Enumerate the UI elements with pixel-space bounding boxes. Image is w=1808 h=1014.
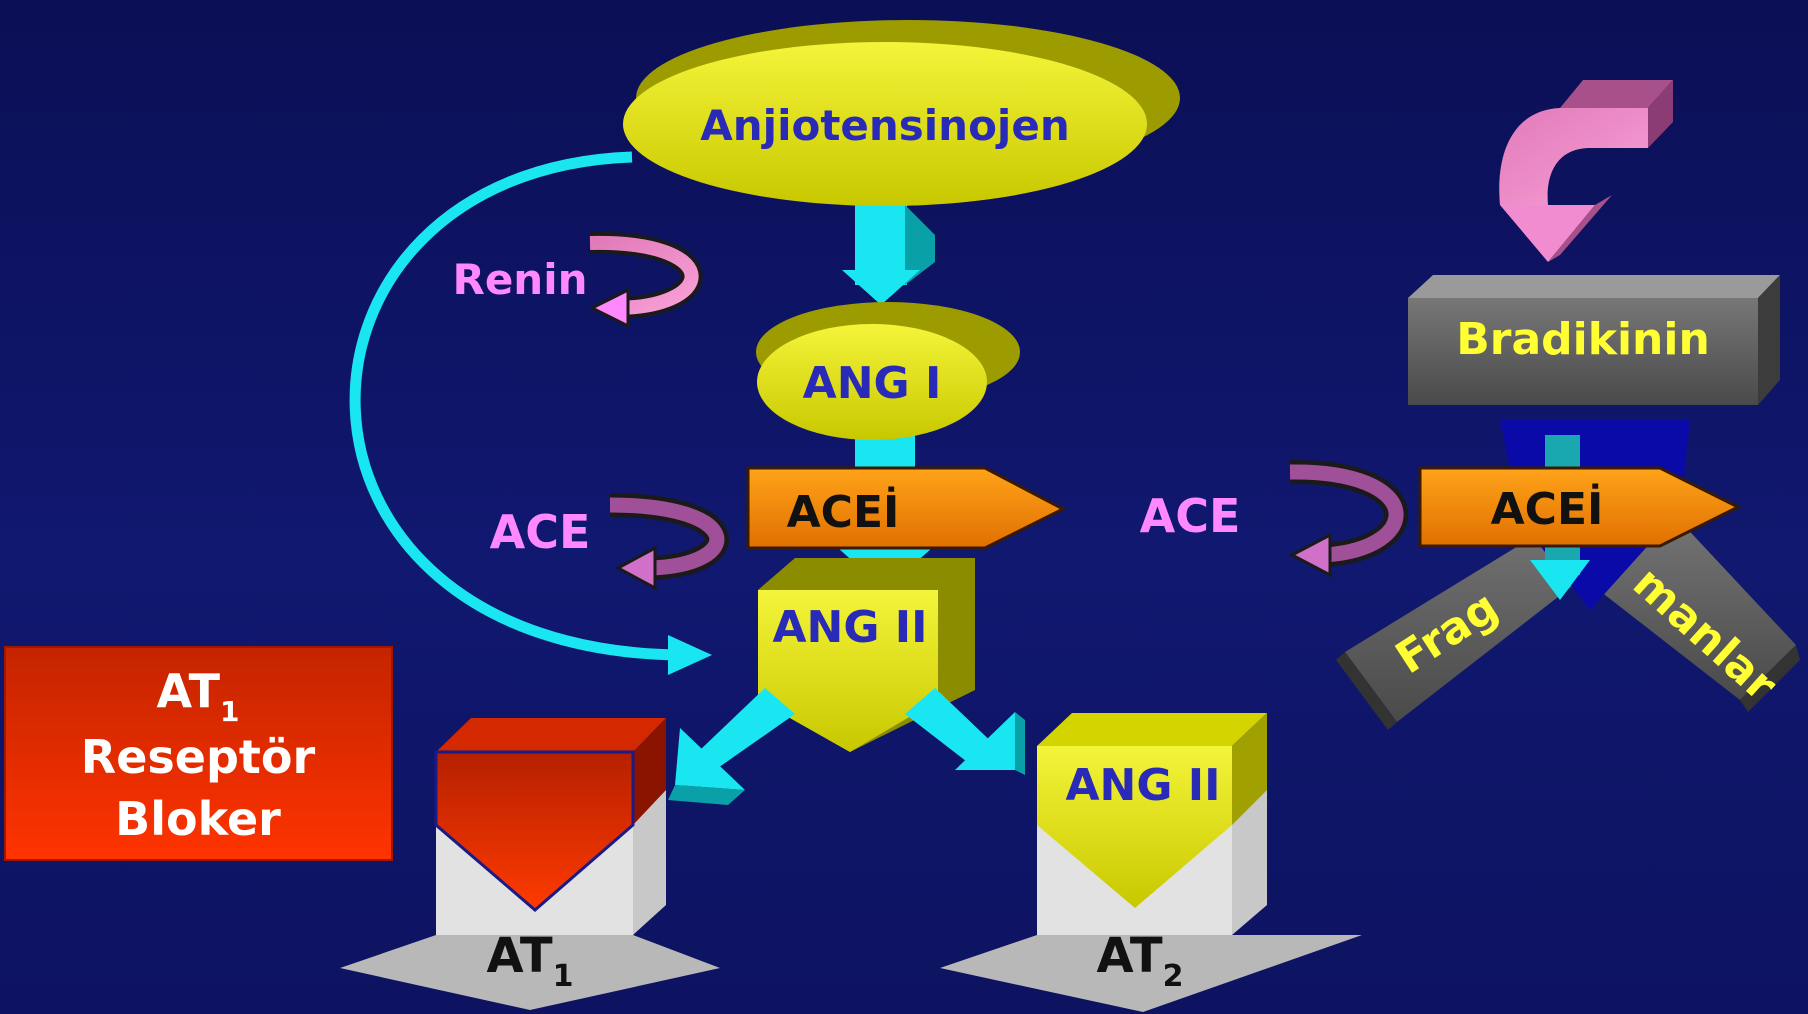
renin-curved-arrow <box>588 231 703 329</box>
arrow-ang2-to-at1 <box>668 688 795 805</box>
at1-blocker-line1: AT1 <box>157 664 240 728</box>
arrow-ang2-to-at2 <box>905 688 1025 775</box>
ang1-ellipse <box>756 302 1020 440</box>
renin-label: Renin <box>452 255 587 304</box>
angiotensinogen-label: Anjiotensinojen <box>700 101 1069 150</box>
acei-right-label: ACEİ <box>1491 482 1604 535</box>
angiotensinogen-ellipse <box>623 20 1180 206</box>
arrow-angiotensinogen-to-ang1 <box>842 205 935 305</box>
bradykinin-label: Bradikinin <box>1456 314 1710 365</box>
acei-right-arrow <box>1418 466 1742 548</box>
ace-right-curved-arrow <box>1288 459 1408 578</box>
acei-left-label: ACEİ <box>787 485 900 538</box>
at2-receptor <box>940 713 1362 1012</box>
at1-blocker-line2: Reseptör <box>81 730 316 784</box>
bradykinin-box <box>1408 275 1780 405</box>
at2-receptor-label: AT2 <box>1096 928 1183 994</box>
ang2-center-label: ANG II <box>772 602 927 653</box>
ace-right-label: ACE <box>1140 489 1241 543</box>
at1-blocker-line3: Bloker <box>115 792 281 846</box>
at1-receptor <box>340 718 720 1010</box>
ang2-at2-label: ANG II <box>1065 760 1220 811</box>
ace-left-label: ACE <box>490 505 591 559</box>
ace-left-curved-arrow <box>609 493 729 591</box>
at1-receptor-label: AT1 <box>486 928 573 994</box>
ang1-label: ANG I <box>803 358 942 409</box>
acei-left-arrow <box>746 466 1067 550</box>
bypass-arc-arrow <box>349 151 712 675</box>
bradykinin-input-arrow <box>1499 80 1673 262</box>
at1-blocker-box <box>4 646 393 861</box>
